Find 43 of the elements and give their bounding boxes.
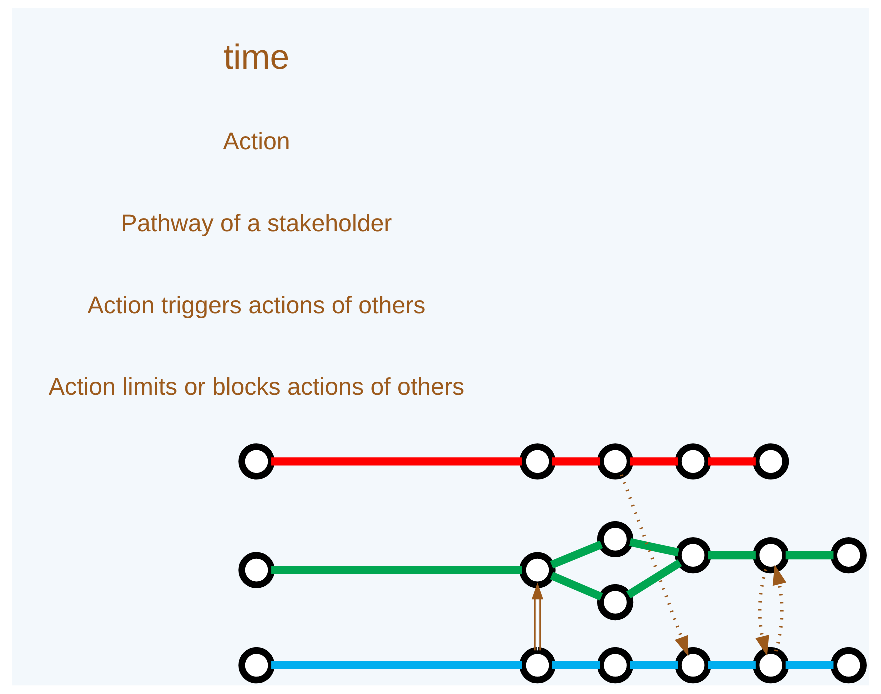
node-circle <box>597 444 634 480</box>
connector <box>552 662 600 670</box>
connector <box>272 566 522 574</box>
node-circle <box>520 552 556 588</box>
connector <box>786 662 834 670</box>
legend-label: Action limits or blocks actions of others <box>48 374 465 402</box>
connector <box>708 458 756 466</box>
connector <box>552 458 600 466</box>
connector <box>629 538 680 557</box>
connector <box>626 560 682 599</box>
legend-label: Pathway of a stakeholder <box>121 210 392 238</box>
node-circle <box>753 647 790 684</box>
legend-label: Action <box>223 128 290 156</box>
arrow <box>756 569 770 656</box>
legend-label: Action triggers actions of others <box>88 292 426 320</box>
arrow <box>772 564 787 652</box>
connector <box>550 572 604 601</box>
arrow <box>620 474 689 657</box>
node-circle <box>830 537 867 574</box>
arrow <box>532 582 544 651</box>
node-circle <box>830 647 867 684</box>
node-circle <box>597 584 634 621</box>
node-circle <box>753 537 790 574</box>
node-circle <box>675 647 712 684</box>
node-circle <box>675 537 712 574</box>
node-circle <box>238 647 275 684</box>
node-circle <box>597 647 634 684</box>
connector <box>272 662 522 670</box>
connector <box>708 552 756 560</box>
connector <box>550 540 604 569</box>
connector <box>786 552 834 560</box>
node-circle <box>520 444 556 480</box>
label: time <box>224 38 290 78</box>
connector <box>630 458 678 466</box>
connector <box>272 458 522 466</box>
node-circle <box>675 444 712 480</box>
connector <box>630 662 678 670</box>
node-circle <box>753 444 790 480</box>
node-circle <box>597 521 634 558</box>
node-circle <box>238 444 275 480</box>
node-circle <box>520 647 556 684</box>
connector <box>708 662 756 670</box>
node-circle <box>238 552 275 588</box>
